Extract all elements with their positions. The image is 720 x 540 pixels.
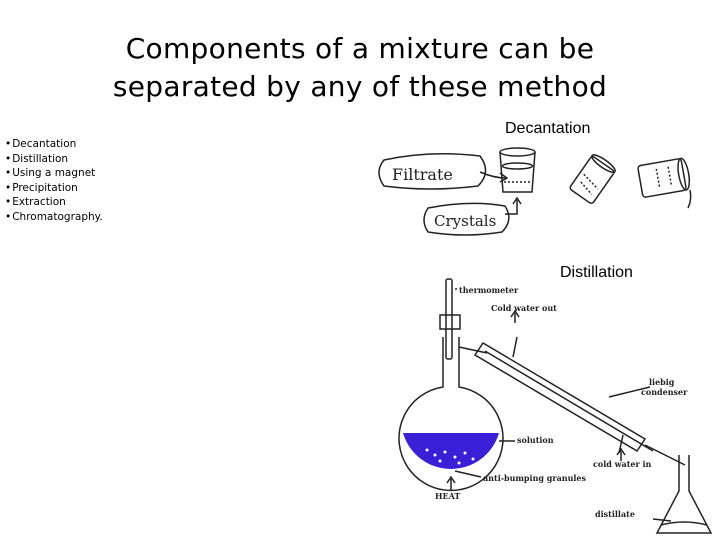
beaker-tilted: [569, 154, 616, 204]
filtrate-label: Filtrate: [392, 165, 453, 184]
anti-bumping-granules: [425, 448, 475, 465]
cold-water-out-label: Cold water out: [491, 303, 557, 313]
beaker-upright: [499, 151, 536, 193]
title-line-1: Components of a mixture can be: [125, 32, 595, 65]
heat-label: HEAT: [435, 491, 460, 501]
method-item: Decantation: [5, 137, 103, 152]
filtrate-arrow: [479, 171, 507, 179]
conical-flask: [655, 455, 713, 534]
cold-water-in-label: cold water in: [593, 459, 652, 469]
method-item: Precipitation: [5, 181, 103, 196]
solution-label: solution: [517, 435, 554, 445]
liebig-label: liebig: [649, 377, 675, 387]
crystals-bubble: [423, 202, 510, 236]
distillation-heading: Distillation: [560, 264, 633, 281]
crystals-label: Crystals: [434, 212, 496, 230]
solution-liquid: [403, 433, 499, 469]
page-title: Components of a mixture can be separated…: [80, 30, 640, 106]
liebig-condenser: [473, 341, 647, 453]
decantation-diagram: Filtrate Crystals: [378, 147, 692, 236]
decantation-heading: Decantation: [505, 120, 591, 137]
beaker-pouring: [637, 157, 691, 198]
method-item: Distillation: [5, 152, 103, 167]
method-item: Using a magnet: [5, 166, 103, 181]
thermometer: [445, 278, 453, 360]
distillation-diagram: thermometer Cold water out liebig conden…: [398, 278, 713, 534]
crystals-arrow: [505, 200, 518, 215]
stopper: [439, 314, 461, 330]
distillate-label: distillate: [595, 509, 635, 519]
anti-bumping-label: anti-bumping granules: [483, 473, 587, 483]
filtrate-bubble: [378, 153, 487, 190]
pour-stream: [687, 189, 692, 209]
method-item: Chromatography.: [5, 210, 103, 225]
condenser-label: condenser: [641, 387, 688, 397]
method-item: Extraction: [5, 195, 103, 210]
thermometer-label: thermometer: [459, 285, 519, 295]
methods-list: Decantation Distillation Using a magnet …: [5, 137, 103, 224]
title-line-2: separated by any of these method: [112, 70, 608, 103]
